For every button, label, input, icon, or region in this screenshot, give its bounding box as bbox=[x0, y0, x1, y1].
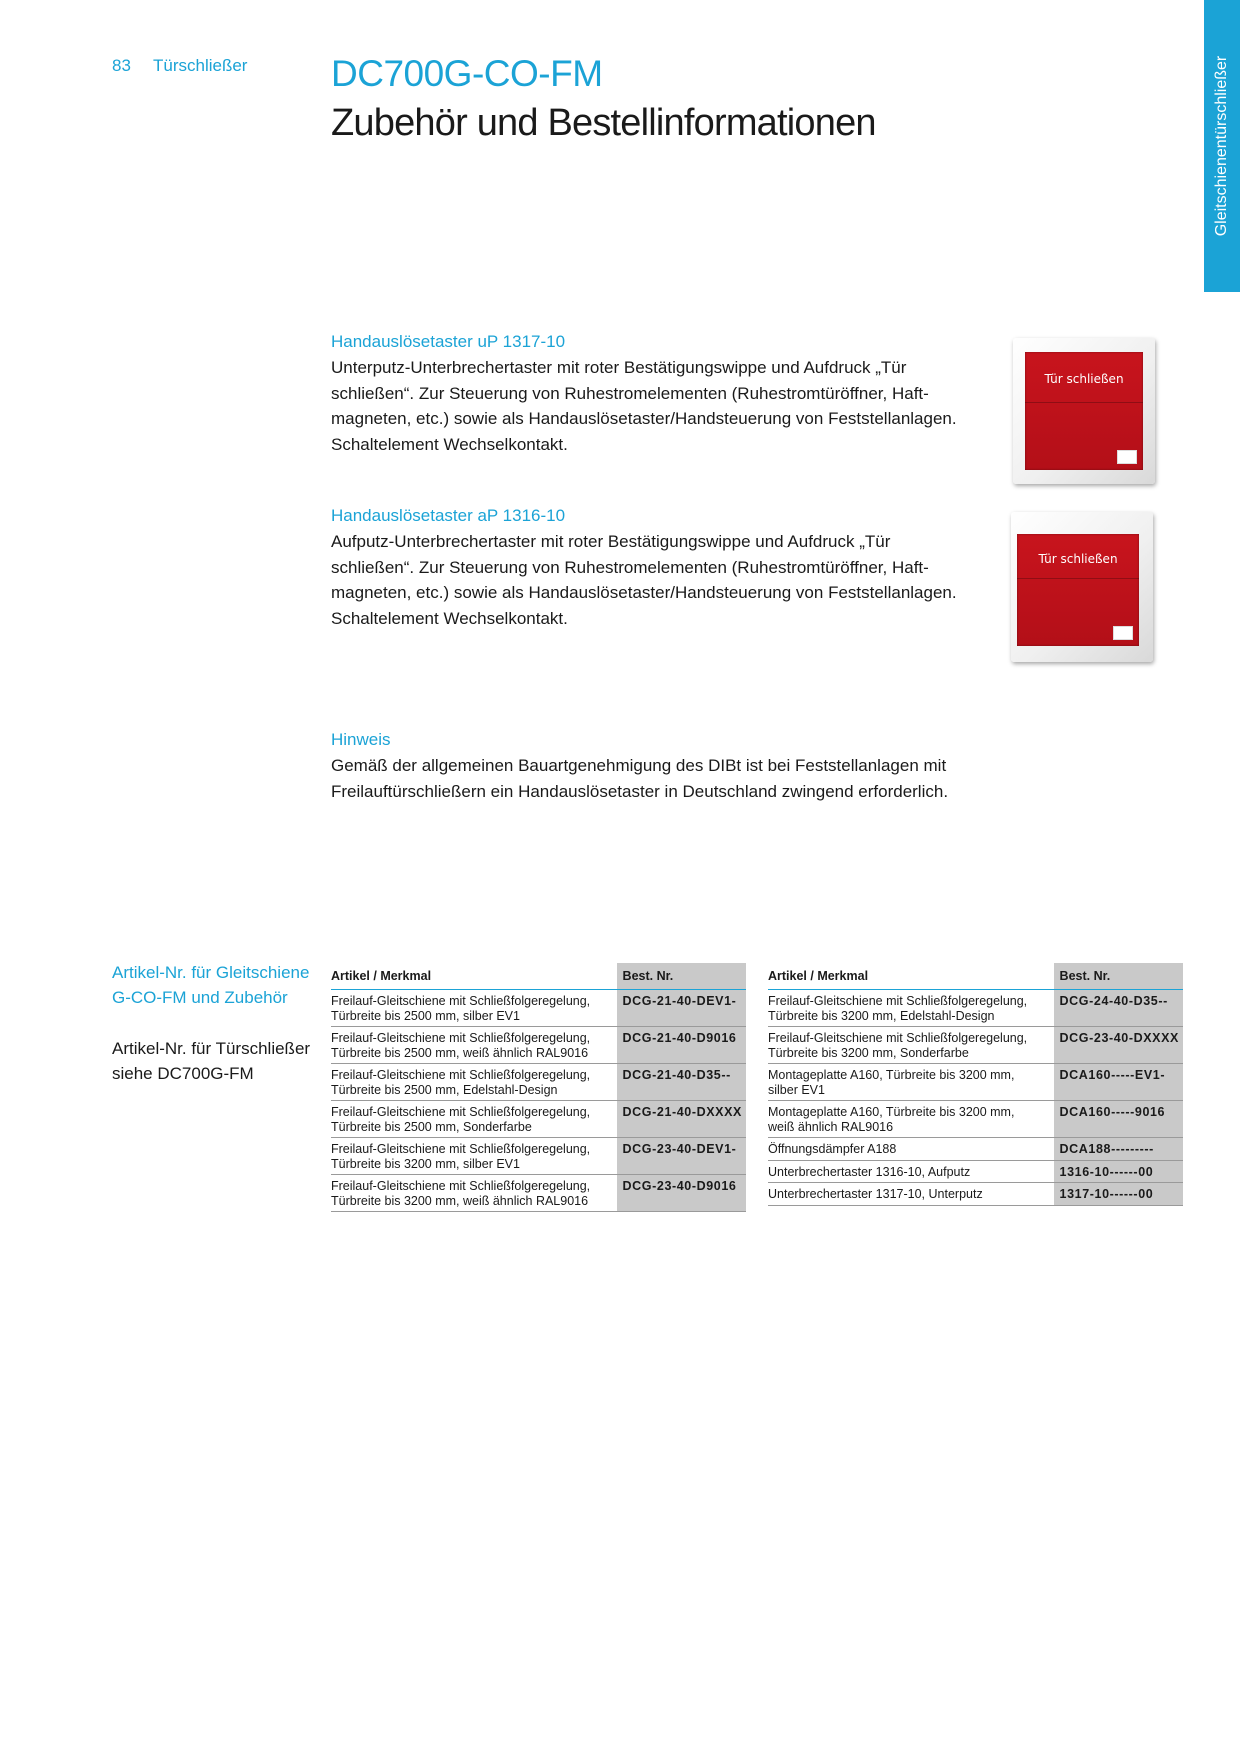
product-image-ap-1316-10: Tür schließen bbox=[1011, 512, 1153, 662]
section-body: Aufputz-Unterbrechertaster mit roter Bes… bbox=[331, 529, 971, 631]
body-line: Schaltelement Wechselkontakt. bbox=[331, 434, 568, 454]
red-rocker-switch: Tür schließen bbox=[1025, 352, 1143, 470]
body-line: Freilauftürschließern ein Handauslösetas… bbox=[331, 781, 949, 801]
order-number-cell: DCG-23-40-D9016 bbox=[616, 1174, 746, 1212]
red-rocker-switch: Tür schließen bbox=[1017, 534, 1139, 646]
table-header-row: Artikel / Merkmal Best. Nr. bbox=[768, 963, 1183, 990]
closer-article-label: Artikel-Nr. für Türschließer siehe DC700… bbox=[112, 1039, 311, 1083]
article-cell: Freilauf-Gleitschiene mit Schließfolgere… bbox=[331, 989, 617, 1027]
page-category: Türschließer bbox=[153, 56, 248, 75]
section-hinweis: Hinweis Gemäß der allgemeinen Bauartgene… bbox=[331, 730, 1011, 804]
body-line: schließen“. Zur Steuerung von Ruhestrome… bbox=[331, 383, 929, 403]
order-number-cell: DCG-21-40-D9016 bbox=[616, 1026, 746, 1064]
switch-label: Tür schließen bbox=[1038, 552, 1118, 566]
order-number-cell: DCA160-----EV1- bbox=[1053, 1063, 1183, 1101]
page-number: 83 bbox=[112, 56, 131, 75]
article-cell: Montageplatte A160, Türbreite bis 3200 m… bbox=[768, 1100, 1054, 1138]
article-cell: Freilauf-Gleitschiene mit Schließfolgere… bbox=[331, 1100, 617, 1138]
article-cell: Unterbrechertaster 1317-10, Unterputz bbox=[768, 1182, 1054, 1206]
order-number-cell: DCG-21-40-D35-- bbox=[616, 1063, 746, 1101]
section-title: Handauslösetaster aP 1316-10 bbox=[331, 506, 566, 525]
table-row: Freilauf-Gleitschiene mit Schließfolgere… bbox=[331, 1063, 746, 1101]
table-row: Unterbrechertaster 1316-10, Aufputz 1316… bbox=[768, 1160, 1183, 1183]
body-line: schließen“. Zur Steuerung von Ruhestrome… bbox=[331, 557, 929, 577]
side-tab: Gleitschienentürschließer bbox=[1204, 0, 1240, 292]
document-subtitle: Zubehör und Bestellinformationen bbox=[331, 102, 877, 144]
section-uP-1317-10: Handauslösetaster uP 1317-10 Unterputz-U… bbox=[331, 332, 971, 457]
article-cell: Öffnungsdämpfer A188 bbox=[768, 1137, 1054, 1161]
table-row: Freilauf-Gleitschiene mit Schließfolgere… bbox=[331, 989, 746, 1027]
table-row: Montageplatte A160, Türbreite bis 3200 m… bbox=[768, 1100, 1183, 1138]
body-line: Aufputz-Unterbrechertaster mit roter Bes… bbox=[331, 532, 891, 551]
table-row: Freilauf-Gleitschiene mit Schließfolgere… bbox=[768, 989, 1183, 1027]
section-title: Handauslösetaster uP 1317-10 bbox=[331, 332, 566, 351]
table-row: Montageplatte A160, Türbreite bis 3200 m… bbox=[768, 1063, 1183, 1101]
body-line: magneten, etc.) sowie als Handauslösetas… bbox=[331, 583, 957, 602]
order-number-cell: DCG-23-40-DEV1- bbox=[616, 1137, 746, 1175]
order-number-cell: DCG-21-40-DEV1- bbox=[616, 989, 746, 1027]
order-number-cell: DCG-21-40-DXXXX bbox=[616, 1100, 746, 1138]
article-cell: Freilauf-Gleitschiene mit Schließfolgere… bbox=[768, 989, 1054, 1027]
logo-icon bbox=[1117, 450, 1137, 464]
document-title: DC700G-CO-FM bbox=[331, 53, 603, 94]
table-row: Freilauf-Gleitschiene mit Schließfolgere… bbox=[768, 1026, 1183, 1064]
article-cell: Montageplatte A160, Türbreite bis 3200 m… bbox=[768, 1063, 1054, 1101]
section-body: Gemäß der allgemeinen Bauartgenehmigung … bbox=[331, 753, 1011, 804]
article-cell: Freilauf-Gleitschiene mit Schließfolgere… bbox=[331, 1026, 617, 1064]
order-number-cell: DCG-23-40-DXXXX bbox=[1053, 1026, 1183, 1064]
table-row: Unterbrechertaster 1317-10, Unterputz 13… bbox=[768, 1182, 1183, 1206]
col-header-number: Best. Nr. bbox=[1053, 963, 1183, 990]
order-table-right: Artikel / Merkmal Best. Nr. Freilauf-Gle… bbox=[768, 963, 1183, 1206]
table-header-row: Artikel / Merkmal Best. Nr. bbox=[331, 963, 746, 990]
article-cell: Freilauf-Gleitschiene mit Schließfolgere… bbox=[331, 1063, 617, 1101]
article-cell: Freilauf-Gleitschiene mit Schließfolgere… bbox=[331, 1137, 617, 1175]
order-number-cell: DCA188--------- bbox=[1053, 1137, 1183, 1161]
switch-label: Tür schließen bbox=[1044, 372, 1124, 386]
accessories-article-label: Artikel-Nr. für Gleitschiene G-CO-FM und… bbox=[112, 963, 310, 1007]
order-number-cell: DCG-24-40-D35-- bbox=[1053, 989, 1183, 1027]
col-header-article: Artikel / Merkmal bbox=[331, 963, 617, 990]
col-header-article: Artikel / Merkmal bbox=[768, 963, 1054, 990]
section-aP-1316-10: Handauslösetaster aP 1316-10 Aufputz-Unt… bbox=[331, 506, 971, 631]
body-line: magneten, etc.) sowie als Handauslösetas… bbox=[331, 409, 957, 428]
table-row: Öffnungsdämpfer A188 DCA188--------- bbox=[768, 1137, 1183, 1161]
order-number-cell: 1316-10------00 bbox=[1053, 1160, 1183, 1183]
article-cell: Freilauf-Gleitschiene mit Schließfolgere… bbox=[331, 1174, 617, 1212]
article-cell: Unterbrechertaster 1316-10, Aufputz bbox=[768, 1160, 1054, 1183]
product-image-up-1317-10: Tür schließen bbox=[1013, 338, 1155, 484]
logo-icon bbox=[1113, 626, 1133, 640]
table-row: Freilauf-Gleitschiene mit Schließfolgere… bbox=[331, 1100, 746, 1138]
table-row: Freilauf-Gleitschiene mit Schließfolgere… bbox=[331, 1026, 746, 1064]
article-cell: Freilauf-Gleitschiene mit Schließfolgere… bbox=[768, 1026, 1054, 1064]
order-table-left: Artikel / Merkmal Best. Nr. Freilauf-Gle… bbox=[331, 963, 746, 1212]
table-row: Freilauf-Gleitschiene mit Schließfolgere… bbox=[331, 1174, 746, 1212]
side-tab-label: Gleitschienentürschließer bbox=[1213, 55, 1230, 237]
body-line: Unterputz-Unterbrechertaster mit roter B… bbox=[331, 358, 907, 377]
body-line: Schaltelement Wechselkontakt. bbox=[331, 608, 568, 628]
section-body: Unterputz-Unterbrechertaster mit roter B… bbox=[331, 355, 971, 457]
body-line: Gemäß der allgemeinen Bauartgenehmigung … bbox=[331, 756, 947, 775]
section-title: Hinweis bbox=[331, 730, 391, 749]
col-header-number: Best. Nr. bbox=[616, 963, 746, 990]
order-number-cell: 1317-10------00 bbox=[1053, 1182, 1183, 1206]
table-row: Freilauf-Gleitschiene mit Schließfolgere… bbox=[331, 1137, 746, 1175]
order-number-cell: DCA160-----9016 bbox=[1053, 1100, 1183, 1138]
